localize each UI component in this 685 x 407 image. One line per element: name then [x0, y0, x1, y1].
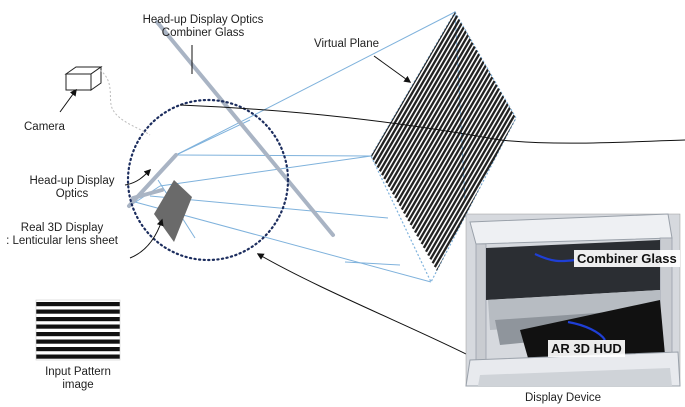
- virtual-plane-stripe: [394, 53, 481, 199]
- virtual-plane-stripe: [400, 65, 487, 211]
- virtual-plane-stripe: [389, 45, 476, 192]
- sight-line: [179, 104, 685, 144]
- hud-optics-label: Head-up Display Optics: [29, 175, 115, 200]
- combiner-glass: [155, 20, 335, 237]
- virtual-plane-stripe: [383, 34, 470, 180]
- virtual-plane-stripe: [422, 103, 509, 249]
- virtual-plane-stripe: [420, 99, 507, 245]
- virtual-plane-stripe: [429, 114, 516, 260]
- camera-icon: [64, 66, 103, 91]
- camera-view-line: [99, 69, 151, 136]
- combiner-glass-photo-label: Combiner Glass: [574, 250, 680, 267]
- camera-label: Camera: [24, 121, 65, 133]
- virtual-plane-stripe: [376, 22, 463, 169]
- virtual-plane-stripe: [425, 107, 511, 253]
- real-3d-display-label: Real 3D Display : Lenticular lens sheet: [6, 222, 118, 247]
- virtual-plane-stripe: [392, 49, 478, 195]
- hud-optics-mirror: [127, 153, 178, 208]
- virtual-plane-stripe: [378, 26, 465, 172]
- virtual-plane-stripe: [371, 12, 456, 157]
- lenticular-lens-sheet: [154, 180, 192, 242]
- virtual-plane-label: Virtual Plane: [314, 38, 379, 50]
- pointer-arrows: [59, 45, 479, 361]
- virtual-plane-stripe: [374, 19, 461, 165]
- ar-3d-hud-photo-label: AR 3D HUD: [548, 340, 625, 357]
- input-pattern-stripe: [36, 354, 120, 359]
- virtual-plane-stripe: [381, 30, 467, 176]
- input-pattern-image: [36, 302, 120, 359]
- input-pattern-stripe: [36, 317, 120, 322]
- virtual-plane-stripe: [409, 80, 496, 226]
- input-pattern-stripe: [36, 324, 120, 329]
- virtual-plane-stripe: [398, 61, 485, 207]
- optics-highlight-circle: [126, 98, 290, 262]
- virtual-plane-stripe: [372, 15, 459, 161]
- input-pattern-stripe: [36, 347, 120, 352]
- display-device-label: Display Device: [525, 392, 602, 404]
- display-device-photo: [465, 213, 681, 387]
- optical-rays: [127, 11, 466, 283]
- hud-optics-combiner-label: Head-up Display Optics Combiner Glass: [142, 14, 264, 39]
- input-pattern-label: Input Pattern image: [45, 366, 111, 391]
- virtual-plane-stripe: [405, 72, 492, 218]
- virtual-plane-stripe: [411, 84, 498, 230]
- input-pattern-stripe: [36, 309, 120, 314]
- virtual-plane-stripe: [385, 38, 472, 184]
- virtual-plane-stripe: [387, 42, 474, 188]
- virtual-plane-outline: [370, 10, 517, 284]
- virtual-plane-stripe: [416, 91, 503, 237]
- virtual-plane-stripe: [407, 76, 494, 222]
- virtual-plane-stripe: [403, 68, 489, 214]
- virtual-plane-stripe: [427, 110, 514, 257]
- virtual-plane-stripe: [414, 87, 500, 234]
- virtual-plane-stripe: [418, 95, 505, 241]
- input-pattern-stripe: [36, 339, 120, 344]
- virtual-plane-stripe: [431, 118, 516, 264]
- input-pattern-stripe: [36, 302, 120, 307]
- input-pattern-stripe: [36, 332, 120, 337]
